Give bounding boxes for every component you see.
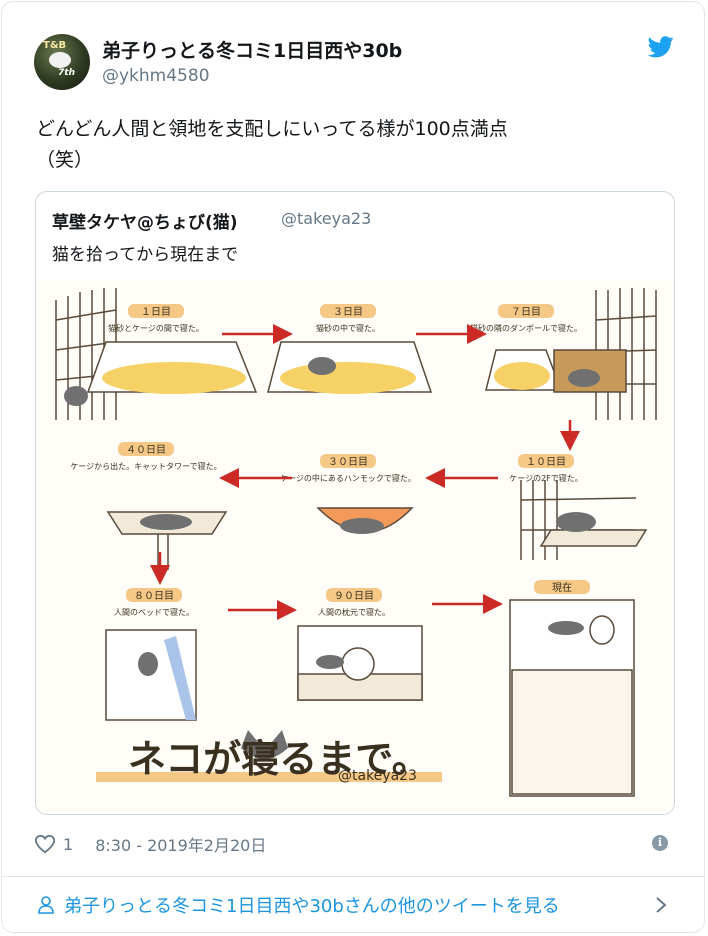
- panel-day-label-bg: [320, 304, 376, 318]
- heart-icon[interactable]: [34, 834, 56, 854]
- panel-day: ３０日目: [328, 457, 368, 468]
- panel-day: ９０日目: [334, 591, 374, 602]
- panel-day-label-bg: [326, 588, 382, 602]
- panel-day: １０日目: [526, 457, 566, 468]
- panel-caption: ケージの中にあるハンモックで寝た。: [280, 473, 416, 483]
- panel-day-label-bg: [518, 454, 574, 468]
- avatar-text: T&B: [43, 40, 67, 51]
- panel-day-label-bg: [534, 580, 590, 594]
- avatar-figure: [49, 52, 71, 68]
- like-count[interactable]: 1: [63, 834, 74, 854]
- avatar-badge: 7th: [58, 68, 75, 78]
- quoted-tweet[interactable]: 草壁タケヤ@ちょび(猫) @takeya23 猫を拾ってから現在まで: [35, 191, 675, 815]
- panel-day: ４０日目: [126, 445, 166, 456]
- info-icon[interactable]: i: [652, 835, 668, 851]
- panel-day: 現在: [552, 582, 572, 594]
- person-icon: [38, 896, 54, 914]
- twitter-bird-icon[interactable]: [648, 36, 674, 58]
- quoted-text: 猫を拾ってから現在まで: [52, 245, 239, 265]
- panel-art: [55, 288, 657, 797]
- more-tweets-link[interactable]: 弟子りっとる冬コミ1日目西や30bさんの他のツイートを見る: [36, 892, 560, 918]
- avatar[interactable]: T&B 7th: [34, 34, 90, 90]
- panel-caption: 人間のベッドで寝た。: [114, 607, 194, 617]
- panel-caption: 人間の枕元で寝た。: [318, 607, 390, 617]
- panel-caption: ケージから出た。キャットタワーで寝た。: [70, 461, 221, 471]
- author-handle[interactable]: @ykhm4580: [102, 66, 210, 86]
- panel-caption: 猫砂の中で寝た。: [316, 323, 380, 333]
- tweet-meta: 1 8:30 - 2019年2月20日: [34, 832, 266, 856]
- panel-caption: 猫砂の隣のダンボールで寝た。: [470, 323, 582, 333]
- panel-day-label-bg: [498, 304, 554, 318]
- panel-day: １日目: [141, 307, 171, 318]
- panel-day-label-bg: [126, 588, 182, 602]
- panel-caption: ケージの2Fで寝た。: [509, 473, 583, 483]
- tweet-timestamp[interactable]: 8:30 - 2019年2月20日: [95, 836, 267, 855]
- panel-day: ８０日目: [134, 591, 174, 602]
- quoted-author-name: 草壁タケヤ@ちょび(猫): [52, 213, 238, 233]
- chevron-right-icon[interactable]: [654, 895, 668, 915]
- tweet-text: どんどん人間と領地を支配しにいってる様が100点満点 （笑）: [36, 118, 508, 171]
- illustration-signature: @takeya23: [338, 768, 417, 784]
- panel-caption: 猫砂とケージの間で寝た。: [108, 323, 204, 333]
- illustration-title: ネコが寝るまで。: [128, 737, 430, 781]
- footer: 弟子りっとる冬コミ1日目西や30bさんの他のツイートを見る: [2, 876, 704, 933]
- quoted-author-handle: @takeya23: [281, 209, 372, 228]
- panel-day-label-bg: [128, 304, 184, 318]
- panel-day-label-bg: [320, 454, 376, 468]
- panel-day: ７日目: [511, 307, 541, 318]
- more-tweets-label: 弟子りっとる冬コミ1日目西や30bさんの他のツイートを見る: [64, 896, 560, 917]
- author-name[interactable]: 弟子りっとる冬コミ1日目西や30b: [102, 40, 403, 62]
- panel-day-label-bg: [118, 442, 174, 456]
- panel-day: ３日目: [333, 307, 363, 318]
